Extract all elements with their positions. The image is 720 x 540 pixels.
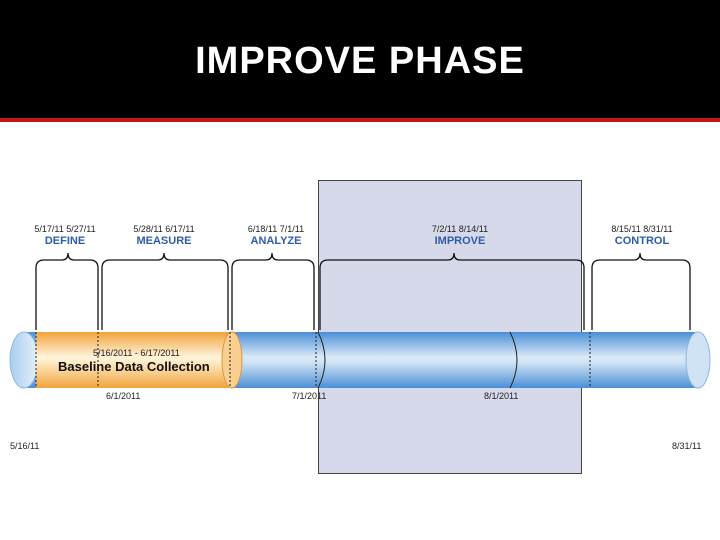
control-label: CONTROL: [614, 235, 670, 247]
analyze-dates: 6/18/11 7/1/11: [247, 224, 305, 234]
accent-line: [0, 118, 720, 122]
measure-label: MEASURE: [136, 235, 192, 247]
timeline-start: 5/16/11: [10, 441, 40, 451]
timeline-mark: 8/1/2011: [484, 391, 519, 401]
improve-brace: [319, 252, 585, 330]
analyze-brace: [231, 252, 315, 330]
timeline-end: 8/31/11: [672, 441, 702, 451]
define-brace: [35, 252, 99, 330]
timeline-bar-left-cap: [9, 331, 39, 389]
baseline-segment: [36, 332, 232, 388]
define-dates: 5/17/11 5/27/11: [34, 224, 96, 234]
measure-dates: 5/28/11 6/17/11: [133, 224, 195, 234]
define-label: DEFINE: [44, 235, 86, 247]
control-brace: [591, 252, 691, 330]
analyze-label: ANALYZE: [250, 235, 302, 247]
improve-end-arc: [509, 331, 518, 389]
timeline-mark: 7/1/2011: [292, 391, 327, 401]
measure-brace: [101, 252, 229, 330]
slide-title: IMPROVE PHASE: [195, 40, 525, 82]
control-dates: 8/15/11 8/31/11: [611, 224, 673, 234]
slide-header: [0, 0, 720, 118]
baseline-label: Baseline Data Collection: [58, 359, 210, 374]
improve-label: IMPROVE: [434, 235, 486, 247]
improve-phase-highlight: [318, 180, 582, 474]
baseline-range: 5/16/2011 - 6/17/2011: [93, 348, 180, 358]
timeline-bar-right-cap: [685, 331, 711, 389]
improve-dates: 7/2/11 8/14/11: [431, 224, 489, 234]
timeline-mark: 6/1/2011: [106, 391, 141, 401]
improve-start-arc: [317, 331, 326, 389]
